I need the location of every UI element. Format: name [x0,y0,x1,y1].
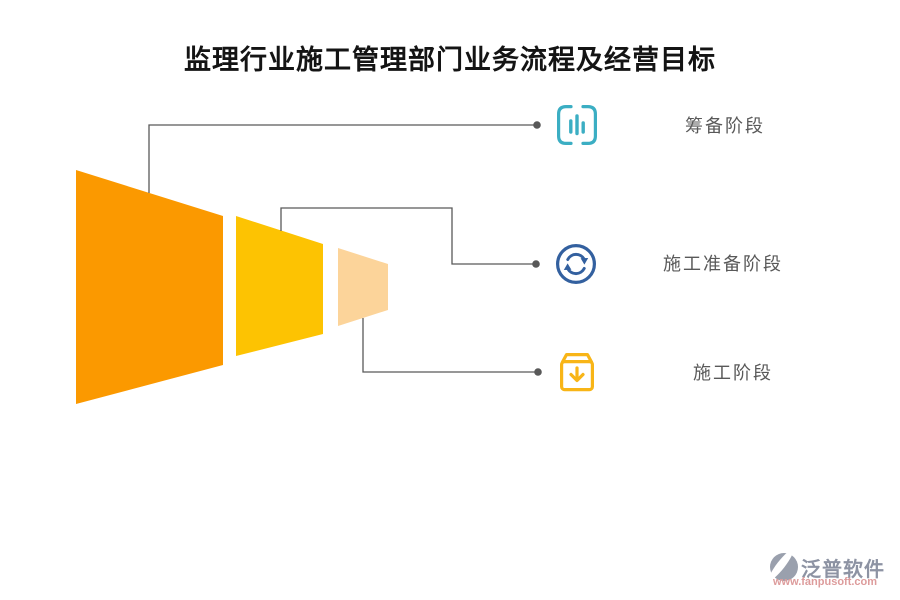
page-title: 监理行业施工管理部门业务流程及经营目标 [184,45,716,75]
footer-brand-name: 泛普软件 [801,559,885,581]
box-download-icon [559,353,594,392]
connector-dot-3 [534,368,542,376]
footer-website-url: www.fanpusoft.com [772,576,878,588]
fanpu-logo-icon [769,552,798,581]
bar-chart-frame-left [557,105,573,145]
funnel-segment-3 [338,248,388,326]
connector-dot-1 [533,121,541,129]
sync-arrowhead-right [580,258,589,265]
box-body [559,360,594,392]
connector-line-2 [280,207,534,265]
sync-arc-top [566,252,586,261]
sync-outer-circle [556,244,596,284]
bar-chart-frame-right [581,105,597,145]
logo-swoosh [769,552,794,581]
stage-label-construction-prep: 施工准备阶段 [663,254,783,274]
funnel-segment-2 [236,216,323,356]
footer-logo: 泛普软件 www.fanpusoft.com [768,551,893,593]
stage-label-preparation: 筹备阶段 [685,116,765,136]
download-arrow-head [569,372,585,383]
connector-line-3 [362,318,537,373]
sync-arc-bottom [566,267,586,276]
connector-line-1 [148,124,536,193]
sync-arrowhead-left [563,263,572,270]
stage-label-construction: 施工阶段 [693,363,773,383]
connector-dot-2 [532,260,540,268]
funnel-segment-1 [76,170,223,404]
box-lid [560,353,594,364]
bar-chart-icon [557,105,597,145]
sync-refresh-icon [556,244,596,284]
